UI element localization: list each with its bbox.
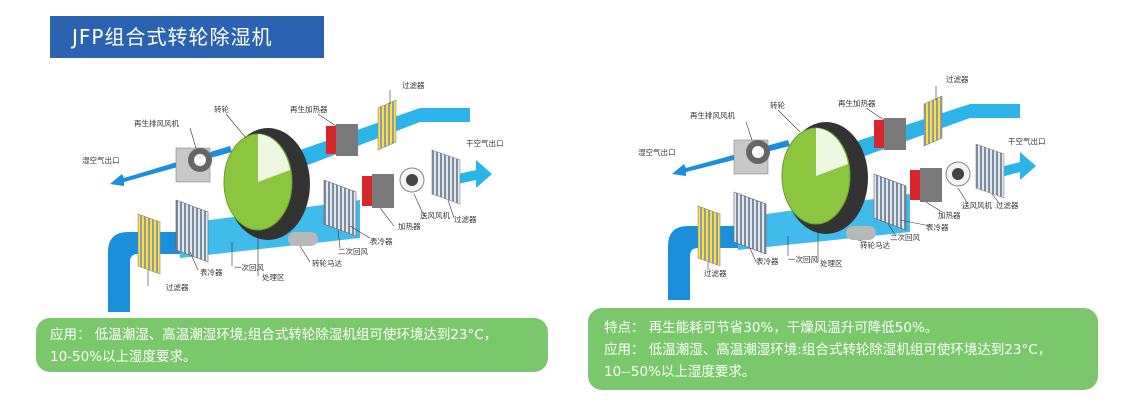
motor-icon [288, 232, 318, 246]
coil-icon [175, 199, 209, 263]
coil-icon [733, 191, 767, 255]
label-filter: 过滤器 [996, 200, 1019, 210]
motor-icon [846, 226, 876, 240]
label-secondary-return: 二次回风 [890, 232, 920, 242]
label-heater: 加热器 [398, 221, 421, 231]
diagram-right: 再生排风风机 转轮 再生加热器 过滤器 湿空气出口 干空气出口 加热器 送风风机… [638, 74, 1046, 300]
label-supply-fan: 送风风机 [420, 210, 450, 220]
filter-icon [697, 205, 721, 267]
label-filter: 过滤器 [946, 74, 969, 84]
regen-air-stream [300, 108, 470, 168]
label-primary-return: 一次回风 [788, 254, 818, 264]
heater-icon [920, 168, 942, 202]
filter-icon [431, 149, 461, 205]
label-supply-fan: 送风风机 [962, 200, 992, 210]
label-heater: 加热器 [938, 210, 961, 220]
inlet-duct [668, 226, 738, 300]
label-wet-air-out: 湿空气出口 [638, 147, 676, 157]
application-panel-left: 应用： 低温潮湿、高温潮湿环境;组合式转轮除湿机组可使环境达到23°C， 10-… [36, 318, 548, 372]
diagram-left: 再生排风风机 转轮 再生加热器 过滤器 湿空气出口 干空气出口 加热器 送风风机… [82, 80, 504, 312]
label-cooling-coil: 表冷器 [756, 256, 779, 266]
filter-icon [137, 213, 161, 275]
panel-line: 应用： 低温潮湿、高温潮湿环境;组合式转轮除湿机组可使环境达到23°C， [50, 327, 498, 343]
label-rotor: 转轮 [770, 100, 785, 110]
label-process-zone: 处理区 [820, 258, 843, 268]
label-filter: 过滤器 [402, 80, 425, 90]
panel-line: 特点： 再生能耗可节省30%，干燥风温升可降低50%。 [604, 320, 939, 336]
filter-icon [923, 95, 943, 147]
features-panel-right: 特点： 再生能耗可节省30%，干燥风温升可降低50%。 应用： 低温潮湿、高温潮… [588, 308, 1098, 390]
label-rotor: 转轮 [214, 104, 229, 114]
label-process-zone: 处理区 [262, 272, 285, 282]
page-title: JFP组合式转轮除湿机 [50, 16, 324, 58]
label-dry-air-out: 干空气出口 [466, 138, 504, 148]
label-cooling-coil: 表冷器 [370, 236, 393, 246]
label-wet-air-out: 湿空气出口 [82, 155, 120, 165]
label-regen-heater: 再生加热器 [838, 98, 876, 108]
fan-icon [406, 174, 418, 186]
coil-icon [873, 173, 907, 231]
panel-line: 10-50%以上湿度要求。 [50, 349, 197, 365]
label-primary-return: 一次回风 [234, 262, 264, 272]
label-regen-exhaust-fan: 再生排风风机 [134, 118, 179, 128]
label-secondary-return: 二次回风 [338, 246, 368, 256]
wet-air-arrow [672, 140, 790, 176]
label-filter: 过滤器 [166, 282, 189, 292]
label-dry-air-out: 干空气出口 [1008, 136, 1046, 146]
coil-icon [323, 179, 357, 237]
heater-icon [372, 174, 394, 208]
label-cooling-coil: 表冷器 [926, 222, 949, 232]
filter-icon [975, 143, 1005, 199]
label-regen-exhaust-fan: 再生排风风机 [690, 110, 735, 120]
label-rotor-motor: 转轮马达 [312, 258, 342, 268]
label-filter: 过滤器 [704, 268, 727, 278]
inlet-duct [108, 232, 180, 312]
fan-icon [952, 168, 964, 180]
label-regen-heater: 再生加热器 [290, 104, 328, 114]
label-filter: 过滤器 [454, 214, 477, 224]
wet-air-arrow [110, 146, 232, 186]
label-rotor-motor: 转轮马达 [860, 240, 890, 250]
panel-line: 10--50%以上湿度要求。 [604, 364, 756, 380]
panel-line: 应用： 低温潮湿、高温潮湿环境:组合式转轮除湿机组可使环境达到23°C， [604, 342, 1052, 358]
label-cooling-coil: 表冷器 [200, 267, 223, 277]
filter-icon [377, 99, 397, 151]
